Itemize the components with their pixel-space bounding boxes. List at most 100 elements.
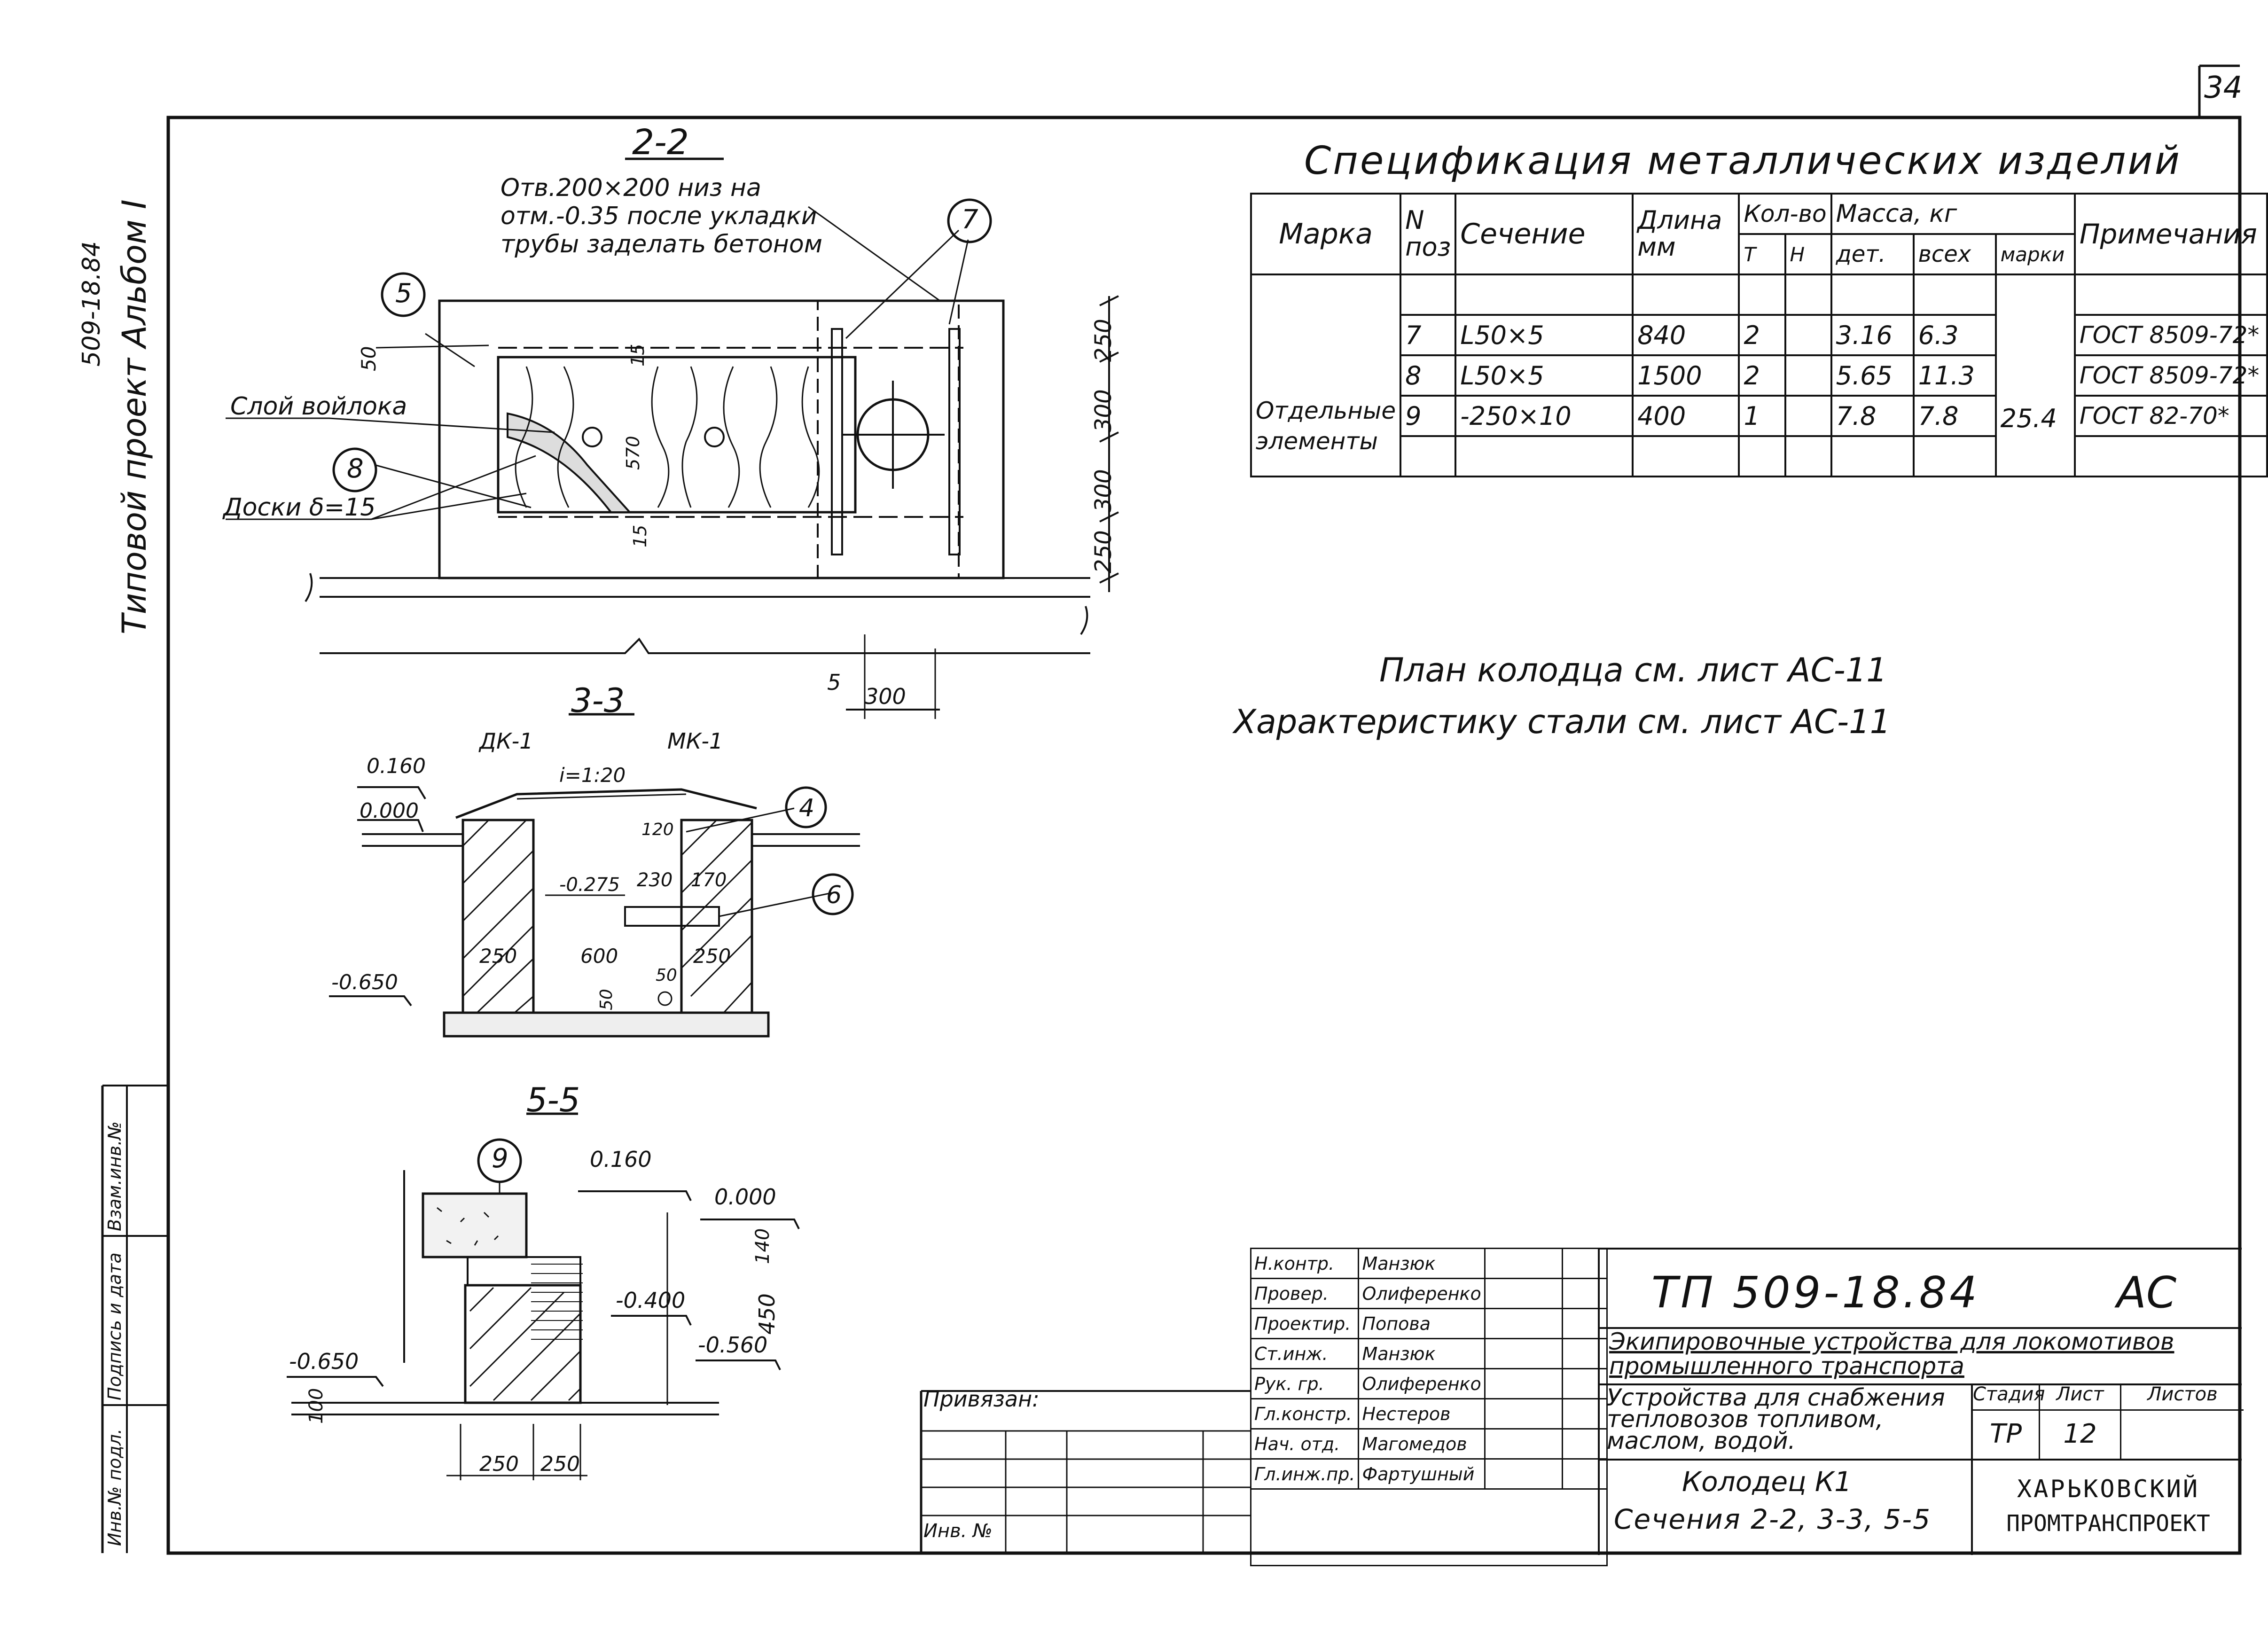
- section-3-3-drawing: [329, 713, 860, 1038]
- strip-vzam-inv: Взам.инв.№: [104, 1121, 125, 1231]
- hdr-mass-det: дет.: [1830, 233, 1915, 275]
- table-row: Гл.констр.Нестеров: [1250, 1398, 1608, 1430]
- drawing-title-1: Колодец К1: [1682, 1466, 1852, 1498]
- dim-300-b: 300: [1090, 469, 1117, 512]
- mark-minus0650: -0.650: [331, 970, 398, 994]
- table-row: 7 L50×5 840 2 3.16 6.3 ГОСТ 8509-72*: [1251, 314, 2268, 356]
- hdr-mass: Масса, кг: [1830, 193, 2076, 235]
- dim-15-top: 15: [627, 344, 648, 367]
- section-5-5-title: 5-5: [526, 1081, 580, 1119]
- dim-250-bottom: 250: [1090, 530, 1117, 573]
- project-name: Экипировочные устройства для локомотивов…: [1609, 1328, 2174, 1380]
- boards-label: Доски δ=15: [223, 493, 376, 522]
- note-line-3: трубы заделать бетоном: [501, 230, 822, 258]
- dim-170: 170: [691, 869, 727, 891]
- hdr-marka: Марка: [1250, 193, 1402, 275]
- hdr-qty-t: Т: [1738, 233, 1786, 275]
- dim-5: 5: [827, 670, 841, 695]
- mark-0160: 0.160: [367, 754, 426, 778]
- signature: [1484, 1428, 1563, 1460]
- drawing-title-2: Сечения 2-2, 3-3, 5-5: [1614, 1503, 1932, 1535]
- stage-value: ТР: [1973, 1411, 2040, 1459]
- hdr-qty-n: Н: [1784, 233, 1832, 275]
- callout-5: 5: [395, 278, 412, 309]
- hdr-mass-all: всех: [1912, 233, 1997, 275]
- mark-55-0000: 0.000: [714, 1184, 776, 1210]
- sheet-value: 12: [2040, 1411, 2121, 1459]
- table-row: Провер.Олиференко: [1250, 1278, 1608, 1309]
- callout-6: 6: [826, 881, 842, 909]
- dim-55-250-b: 250: [540, 1452, 580, 1476]
- dim-300-bottom: 300: [865, 684, 906, 709]
- side-doc-code: 509-18.84: [78, 241, 106, 367]
- sheet-label: Лист: [2040, 1383, 2121, 1411]
- dim-230: 230: [637, 869, 673, 891]
- org-name-2: ПРОМТРАНСПРОЕКТ: [2006, 1510, 2210, 1537]
- dim-570: 570: [623, 436, 643, 470]
- drawing-frame: [166, 116, 2242, 1555]
- dim-120: 120: [641, 820, 674, 839]
- roles-table: Н.контр.Манзюк Провер.Олиференко Проекти…: [1250, 1248, 1608, 1566]
- dim-450: 450: [754, 1293, 780, 1335]
- dim-600: 600: [580, 945, 618, 968]
- dim-300-a: 300: [1090, 389, 1117, 432]
- sheets-label: Листов: [2121, 1383, 2244, 1411]
- note-steel: Характеристику стали см. лист АС-11: [1234, 703, 1891, 741]
- dim-250-left: 250: [479, 945, 517, 968]
- table-row: 8 L50×5 1500 2 5.65 11.3 ГОСТ 8509-72*: [1251, 354, 2268, 397]
- strip-signature-date: Подпись и дата: [104, 1252, 125, 1400]
- dim-100: 100: [305, 1388, 327, 1424]
- mark-mass: 25.4: [1994, 273, 2076, 477]
- mark-55-0160: 0.160: [590, 1147, 652, 1172]
- label-slope: i=1:20: [559, 764, 626, 787]
- dim-250-right: 250: [693, 945, 731, 968]
- label-dk1: ДК-1: [479, 728, 533, 754]
- dim-50-a: 50: [656, 966, 677, 985]
- page-number: 34: [2204, 70, 2243, 105]
- hdr-mass-mark: марки: [1994, 233, 2076, 275]
- mark-55-minus0560: -0.560: [698, 1332, 768, 1358]
- signature: [1484, 1308, 1563, 1339]
- hdr-qty: Кол-во: [1738, 193, 1832, 235]
- mark-55-minus0650: -0.650: [289, 1349, 359, 1374]
- signature: [1484, 1278, 1563, 1309]
- table-row: Гл.инж.пр.Фартушный: [1250, 1458, 1608, 1490]
- stage-label: Стадия: [1973, 1383, 2045, 1411]
- signature: [1484, 1458, 1563, 1490]
- table-row: Н.контр.Манзюк: [1250, 1248, 1608, 1279]
- callout-7: 7: [962, 204, 978, 235]
- felt-label: Слой войлока: [230, 392, 407, 421]
- section-3-3-title: 3-3: [571, 681, 625, 720]
- strip-inv-podl: Инв.№ подл.: [104, 1428, 125, 1546]
- callout-9: 9: [492, 1143, 508, 1174]
- callout-4: 4: [799, 794, 815, 822]
- object-name: Устройства для снабжения тепловозов топл…: [1607, 1384, 1945, 1454]
- dim-50-b: 50: [597, 989, 616, 1010]
- dim-50: 50: [357, 346, 380, 371]
- hdr-notes: Примечания: [2073, 193, 2268, 275]
- mark-minus0275: -0.275: [559, 874, 620, 896]
- callout-8: 8: [347, 453, 364, 484]
- dim-250-top: 250: [1090, 319, 1117, 362]
- note-plan: План колодца см. лист АС-11: [1379, 651, 1887, 689]
- dim-140: 140: [752, 1228, 774, 1264]
- dim-55-250-a: 250: [479, 1452, 519, 1476]
- section-2-2-drawing: [226, 157, 1119, 719]
- mark-55-minus0400: -0.400: [616, 1288, 686, 1313]
- doc-number: ТП 509-18.84: [1651, 1267, 1980, 1318]
- signature: [1484, 1248, 1563, 1279]
- note-line-2: отм.-0.35 после укладки: [501, 202, 817, 230]
- mark-0000: 0.000: [360, 799, 419, 823]
- signature: [1484, 1338, 1563, 1369]
- inv-label: Инв. №: [923, 1520, 993, 1542]
- title-block-frame: [920, 1390, 1250, 1553]
- org-name-1: ХАРЬКОВСКИЙ: [2017, 1475, 2200, 1503]
- table-row: 9 -250×10 400 1 7.8 7.8 ГОСТ 82-70*: [1251, 395, 2268, 437]
- spec-title: Спецификация металлических изделий: [1304, 139, 2182, 183]
- table-row: Рук. гр.Олиференко: [1250, 1368, 1608, 1399]
- table-row: Ст.инж.Манзюк: [1250, 1338, 1608, 1369]
